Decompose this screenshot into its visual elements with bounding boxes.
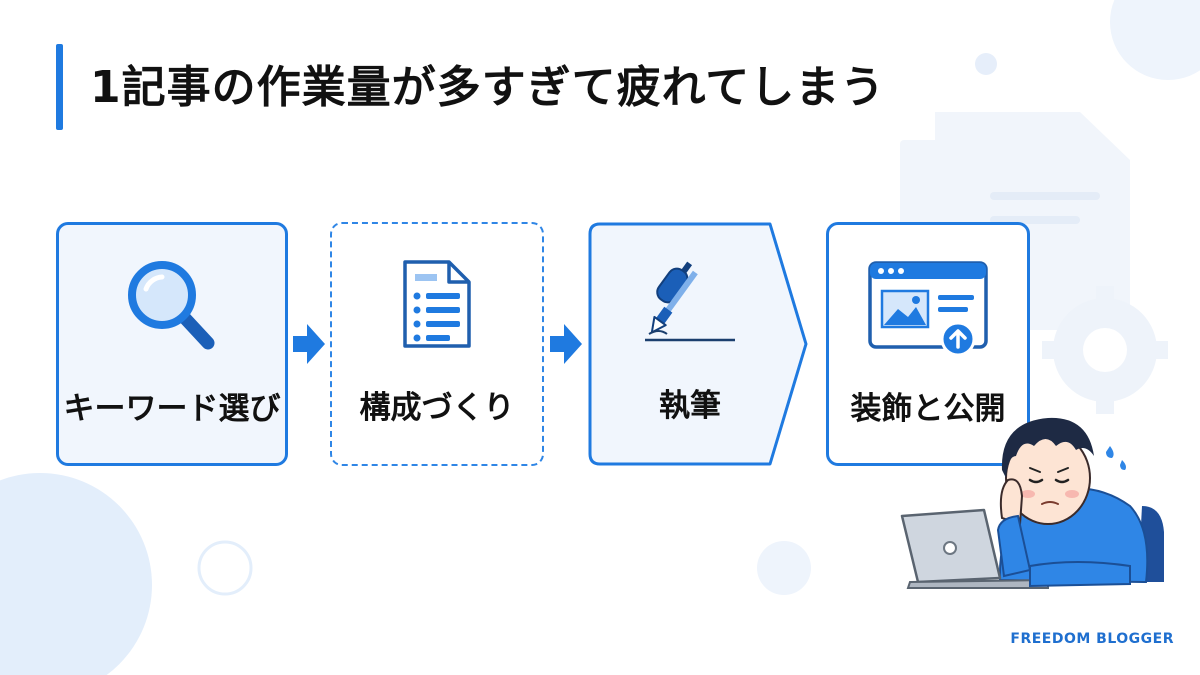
step-card-writing: 執筆 xyxy=(588,222,808,466)
brand-logo-text: FREEDOM BLOGGER xyxy=(1010,631,1174,647)
step-card-structure: 構成づくり xyxy=(330,222,544,466)
step-card-keyword: キーワード選び xyxy=(56,222,288,466)
bg-circle-bottom-left xyxy=(0,473,152,675)
bg-circle-top-right xyxy=(1110,0,1200,80)
step-label-publish: 装飾と公開 xyxy=(850,391,1006,427)
fountain-pen-icon xyxy=(588,256,808,348)
bg-dot-top xyxy=(975,53,997,75)
magnifier-icon xyxy=(59,259,285,351)
step-label-writing: 執筆 xyxy=(659,388,721,424)
step-label-structure: 構成づくり xyxy=(359,390,515,426)
title-accent-bar xyxy=(56,44,63,130)
arrow-right-icon xyxy=(293,324,325,364)
bg-ring-bottom-left xyxy=(197,540,253,596)
bg-dot-bottom xyxy=(757,541,811,595)
step-label-keyword: キーワード選び xyxy=(63,391,281,427)
arrow-right-icon xyxy=(550,324,582,364)
browser-upload-icon xyxy=(829,259,1027,357)
document-list-icon xyxy=(332,258,542,350)
step-card-publish: 装飾と公開 xyxy=(826,222,1030,466)
step-card-writing-shape xyxy=(588,222,808,466)
page-title: 1記事の作業量が多すぎて疲れてしまう xyxy=(90,62,886,113)
bg-gear-icon xyxy=(1042,286,1168,414)
